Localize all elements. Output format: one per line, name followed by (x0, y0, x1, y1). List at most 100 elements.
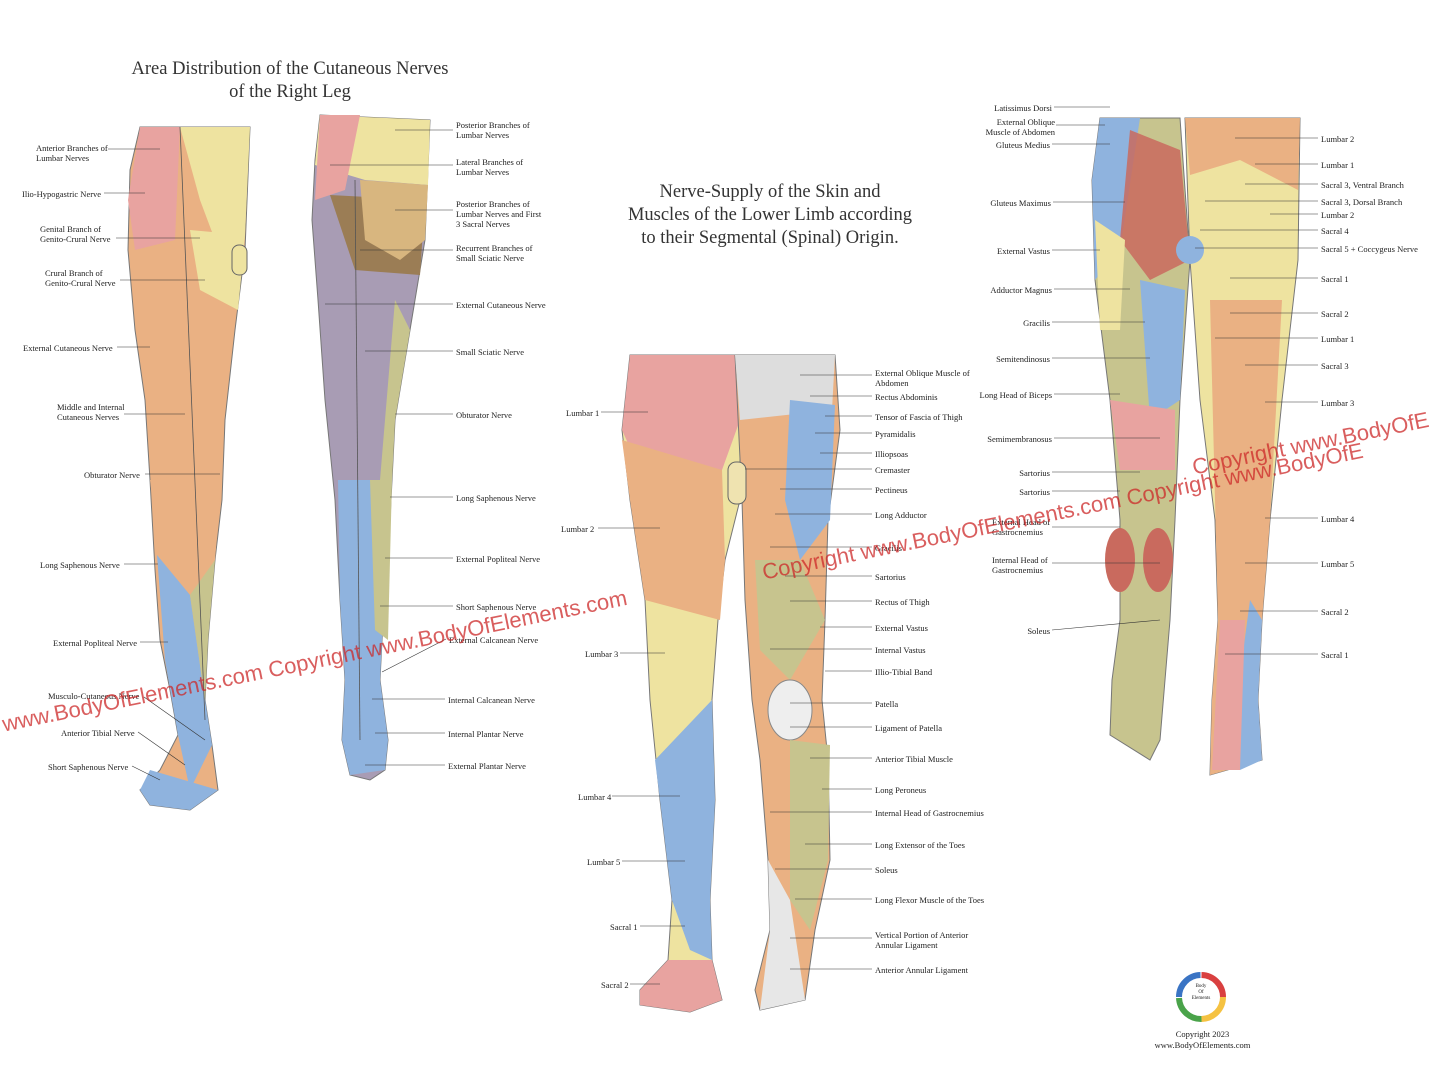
label-rectus-abdominis: Rectus Abdominis (875, 392, 938, 402)
label-anterior-tibial-muscle: Anterior Tibial Muscle (875, 754, 953, 764)
label-adductor-magnus: Adductor Magnus (990, 285, 1052, 295)
label-external-head-gastrocnemius: External Head of Gastrocnemius (992, 517, 1051, 537)
label-pectineus: Pectineus (875, 485, 908, 495)
label-internal-head-gastrocnemius-center: Internal Head of Gastrocnemius (875, 808, 984, 818)
label-center-sacral-1: Sacral 1 (610, 922, 638, 932)
label-soleus-center: Soleus (875, 865, 898, 875)
front-leg-cutaneous-map (127, 126, 251, 811)
label-sartorius-right-2: Sartorius (1019, 487, 1050, 497)
label-external-oblique-center: External Oblique Muscle of Abdomen (875, 368, 970, 388)
label-vertical-annular-ligament: Vertical Portion of Anterior Annular Lig… (875, 930, 969, 950)
label-right-lumbar-1b: Lumbar 1 (1321, 334, 1355, 344)
copyright-text: Copyright 2023 (1175, 1029, 1230, 1039)
label-tensor-fascia: Tensor of Fascia of Thigh (875, 412, 963, 422)
right-back-legs (1091, 117, 1301, 776)
label-right-lumbar-2a: Lumbar 2 (1321, 134, 1355, 144)
label-small-sciatic: Small Sciatic Nerve (456, 347, 524, 357)
left-title-line-2: of the Right Leg (229, 82, 351, 102)
label-external-cutaneous-back: External Cutaneous Nerve (456, 300, 546, 310)
center-front-legs (621, 354, 841, 1013)
label-external-oblique-right: External Oblique Muscle of Abdomen (985, 117, 1055, 137)
label-right-sacral-1b: Sacral 1 (1321, 650, 1349, 660)
label-gluteus-medius: Gluteus Medius (995, 140, 1050, 150)
label-sartorius-right-1: Sartorius (1019, 468, 1050, 478)
label-musculo-cutaneous: Musculo-Cutaneous Nerve (48, 691, 140, 701)
logo-text-of: Of (1198, 990, 1204, 995)
label-soleus-right: Soleus (1027, 626, 1050, 636)
label-external-popliteal-front: External Popliteal Nerve (53, 638, 138, 648)
label-right-sacral-3-ventral: Sacral 3, Ventral Branch (1321, 180, 1404, 190)
label-sartorius-center: Sartorius (875, 572, 906, 582)
label-lateral-branches-lumbar: Lateral Branches of Lumbar Nerves (456, 157, 524, 177)
label-obturator-front: Obturator Nerve (84, 470, 140, 480)
label-long-saphenous-back: Long Saphenous Nerve (456, 493, 536, 503)
label-latissimus-dorsi: Latissimus Dorsi (994, 103, 1052, 113)
label-right-lumbar-1a: Lumbar 1 (1321, 160, 1355, 170)
center-diagram-title: Nerve-Supply of the Skin and Muscles of … (565, 181, 975, 250)
body-of-elements-logo: Body Of Elements (1188, 984, 1214, 1002)
label-posterior-branches-lumbar: Posterior Branches of Lumbar Nerves (456, 120, 530, 140)
label-center-lumbar-2: Lumbar 2 (561, 524, 595, 534)
body-of-elements-logo-ring (1176, 972, 1226, 1022)
footer-copyright: Copyright 2023 www.BodyOfElements.com (1130, 1029, 1275, 1051)
label-center-lumbar-5: Lumbar 5 (587, 857, 621, 867)
center-title-line-3: to their Segmental (Spinal) Origin. (641, 228, 899, 248)
label-short-saphenous-front: Short Saphenous Nerve (48, 762, 129, 772)
label-obturator-back: Obturator Nerve (456, 410, 512, 420)
label-anterior-tibial-nerve: Anterior Tibial Nerve (61, 728, 135, 738)
back-leg-cutaneous-map (311, 114, 431, 781)
label-gluteus-maximus: Gluteus Maximus (990, 198, 1051, 208)
label-right-sacral-3: Sacral 3 (1321, 361, 1349, 371)
left-title-line-1: Area Distribution of the Cutaneous Nerve… (131, 59, 449, 79)
label-semimembranosus: Semimembranosus (987, 434, 1052, 444)
label-center-sacral-2: Sacral 2 (601, 980, 629, 990)
label-internal-plantar: Internal Plantar Nerve (448, 729, 524, 739)
label-right-sacral-3-dorsal: Sacral 3, Dorsal Branch (1321, 197, 1403, 207)
label-internal-calcanean: Internal Calcanean Nerve (448, 695, 535, 705)
label-right-sacral-2b: Sacral 2 (1321, 607, 1349, 617)
label-center-lumbar-3: Lumbar 3 (585, 649, 619, 659)
label-right-sacral-4: Sacral 4 (1321, 226, 1349, 236)
label-long-head-biceps: Long Head of Biceps (979, 390, 1052, 400)
label-posterior-branches-sacral: Posterior Branches of Lumbar Nerves and … (456, 199, 542, 229)
label-anterior-annular-ligament: Anterior Annular Ligament (875, 965, 969, 975)
label-long-peroneus: Long Peroneus (875, 785, 927, 795)
label-internal-vastus: Internal Vastus (875, 645, 926, 655)
label-gracilis-center: Gracilis (875, 543, 902, 553)
label-external-popliteal-back: External Popliteal Nerve (456, 554, 541, 564)
center-title-line-1: Nerve-Supply of the Skin and (659, 182, 881, 202)
label-right-lumbar-5: Lumbar 5 (1321, 559, 1355, 569)
label-semitendinosus: Semitendinosus (996, 354, 1050, 364)
logo-text-elements: Elements (1191, 996, 1211, 1001)
label-rectus-thigh: Rectus of Thigh (875, 597, 930, 607)
label-external-vastus-right: External Vastus (997, 246, 1050, 256)
label-illio-tibial-band: Illio-Tibial Band (875, 667, 933, 677)
label-short-saphenous-back: Short Saphenous Nerve (456, 602, 537, 612)
label-anterior-branches-lumbar: Anterior Branches of Lumbar Nerves (36, 143, 108, 163)
label-external-cutaneous-front: External Cutaneous Nerve (23, 343, 113, 353)
label-cremaster: Cremaster (875, 465, 910, 475)
label-right-sacral-1a: Sacral 1 (1321, 274, 1349, 284)
label-external-plantar: External Plantar Nerve (448, 761, 526, 771)
label-pyramidalis: Pyramidalis (875, 429, 916, 439)
label-gracilis-right: Gracilis (1023, 318, 1050, 328)
label-crural-branch: Crural Branch of Genito-Crural Nerve (45, 268, 116, 288)
label-right-lumbar-4: Lumbar 4 (1321, 514, 1355, 524)
label-recurrent-branches: Recurrent Branches of Small Sciatic Nerv… (456, 243, 533, 263)
label-right-sacral-5-coccygeus: Sacral 5 + Coccygeus Nerve (1321, 244, 1418, 254)
label-internal-head-gastrocnemius-right: Internal Head of Gastrocnemius (992, 555, 1048, 575)
label-right-sacral-2a: Sacral 2 (1321, 309, 1349, 319)
logo-text-body: Body (1195, 984, 1207, 989)
center-title-line-2: Muscles of the Lower Limb according (627, 205, 913, 225)
label-long-flexor-toes: Long Flexor Muscle of the Toes (875, 895, 985, 905)
label-patella: Patella (875, 699, 899, 709)
label-external-calcanean: External Calcanean Nerve (449, 635, 539, 645)
label-long-adductor: Long Adductor (875, 510, 927, 520)
label-middle-internal-cutaneous: Middle and Internal Cutaneous Nerves (57, 402, 125, 422)
label-center-lumbar-4: Lumbar 4 (578, 792, 612, 802)
label-right-lumbar-2b: Lumbar 2 (1321, 210, 1355, 220)
label-genital-branch: Genital Branch of Genito-Crural Nerve (40, 224, 111, 244)
label-ilio-hypogastric: Ilio-Hypogastric Nerve (22, 189, 102, 199)
